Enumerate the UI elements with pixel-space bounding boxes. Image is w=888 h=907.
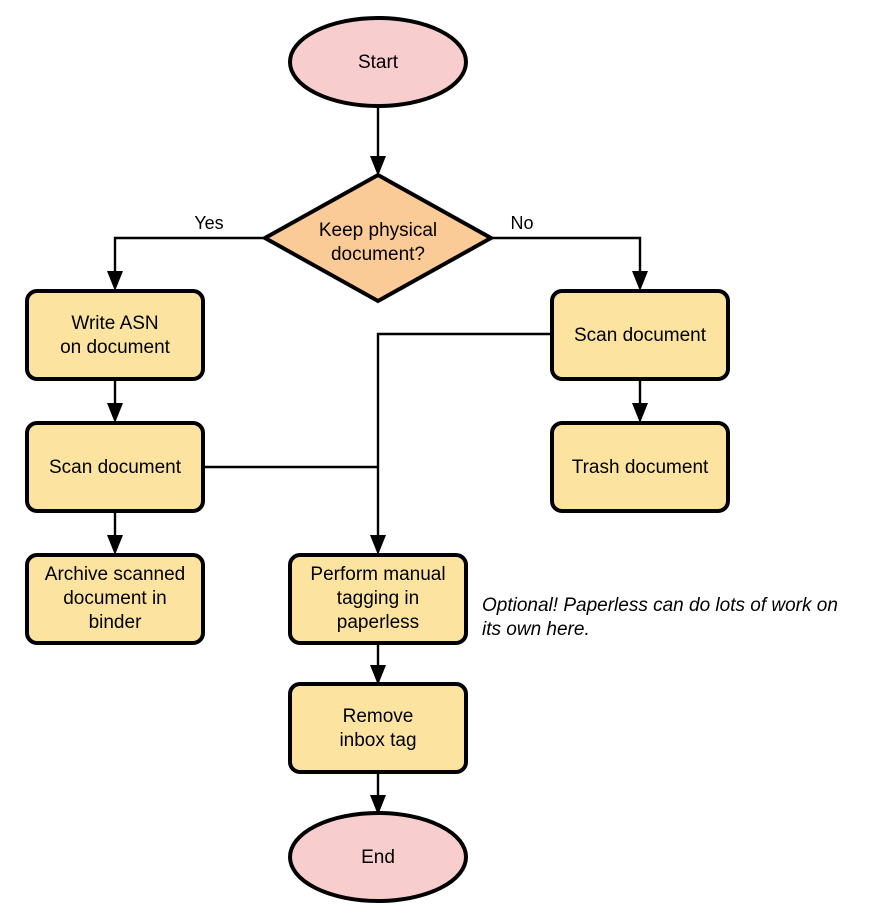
archive-label-line3: binder (89, 612, 142, 633)
end-ellipse-shape (288, 811, 468, 903)
connector-write-asn-to-scan-left (107, 379, 123, 423)
scan-document-left-box-shape (25, 421, 205, 513)
manual-tagging-label-line2: tagging in (337, 588, 419, 609)
node-decision-keep-physical-document[interactable]: Keep physical document? (260, 172, 496, 304)
node-trash-document[interactable]: Trash document (550, 421, 730, 513)
write-asn-label-line2: on document (60, 337, 171, 358)
start-label: Start (358, 52, 399, 73)
connector-decision-no-to-scan-right (491, 236, 648, 291)
write-asn-label-line1: Write ASN (71, 313, 158, 334)
end-label: End (361, 847, 395, 868)
node-remove-inbox-tag[interactable]: Remove inbox tag (288, 682, 468, 774)
connector-scan-right-to-manual-tagging (370, 332, 552, 555)
manual-tagging-label-line1: Perform manual (310, 564, 445, 585)
node-end[interactable]: End (288, 811, 468, 903)
optional-note-line2: its own here. (482, 619, 590, 640)
connector-scan-right-to-trash (632, 379, 648, 423)
connector-remove-inbox-to-end (370, 772, 386, 815)
edge-label-yes: Yes (194, 213, 223, 233)
manual-tagging-box-shape (288, 553, 468, 645)
trash-document-label: Trash document (572, 457, 709, 478)
annotation-optional-note: Optional! Paperless can do lots of work … (482, 595, 838, 640)
manual-tagging-label-line3: paperless (337, 612, 419, 633)
archive-label-line1: Archive scanned (45, 564, 185, 585)
decision-label-line2: document? (331, 244, 425, 265)
scan-document-left-label: Scan document (49, 457, 182, 478)
scan-document-right-box-shape (550, 289, 730, 381)
remove-inbox-tag-box-shape (288, 682, 468, 774)
trash-document-box-shape (550, 421, 730, 513)
node-scan-document-left[interactable]: Scan document (25, 421, 205, 513)
decision-label-line1: Keep physical (319, 220, 437, 241)
connector-start-to-decision (370, 105, 386, 176)
edge-label-no: No (510, 213, 533, 233)
connector-decision-yes-to-write-asn (107, 236, 265, 291)
remove-inbox-tag-label-line2: inbox tag (339, 730, 416, 751)
remove-inbox-tag-label-line1: Remove (343, 706, 414, 727)
decision-diamond-shape (260, 172, 496, 304)
connector-manual-tagging-to-remove-inbox (370, 643, 386, 685)
connector-scan-left-to-archive (107, 511, 123, 555)
node-scan-document-right[interactable]: Scan document (550, 289, 730, 381)
node-write-asn-on-document[interactable]: Write ASN on document (25, 289, 205, 381)
node-perform-manual-tagging[interactable]: Perform manual tagging in paperless (288, 553, 468, 645)
optional-note-line1: Optional! Paperless can do lots of work … (482, 595, 838, 616)
archive-label-line2: document in (63, 588, 167, 609)
start-ellipse-shape (288, 16, 468, 108)
write-asn-box-shape (25, 289, 205, 381)
archive-box-shape (25, 553, 205, 645)
scan-document-right-label: Scan document (574, 325, 707, 346)
node-start[interactable]: Start (288, 16, 468, 108)
node-archive-scanned-document[interactable]: Archive scanned document in binder (25, 553, 205, 645)
